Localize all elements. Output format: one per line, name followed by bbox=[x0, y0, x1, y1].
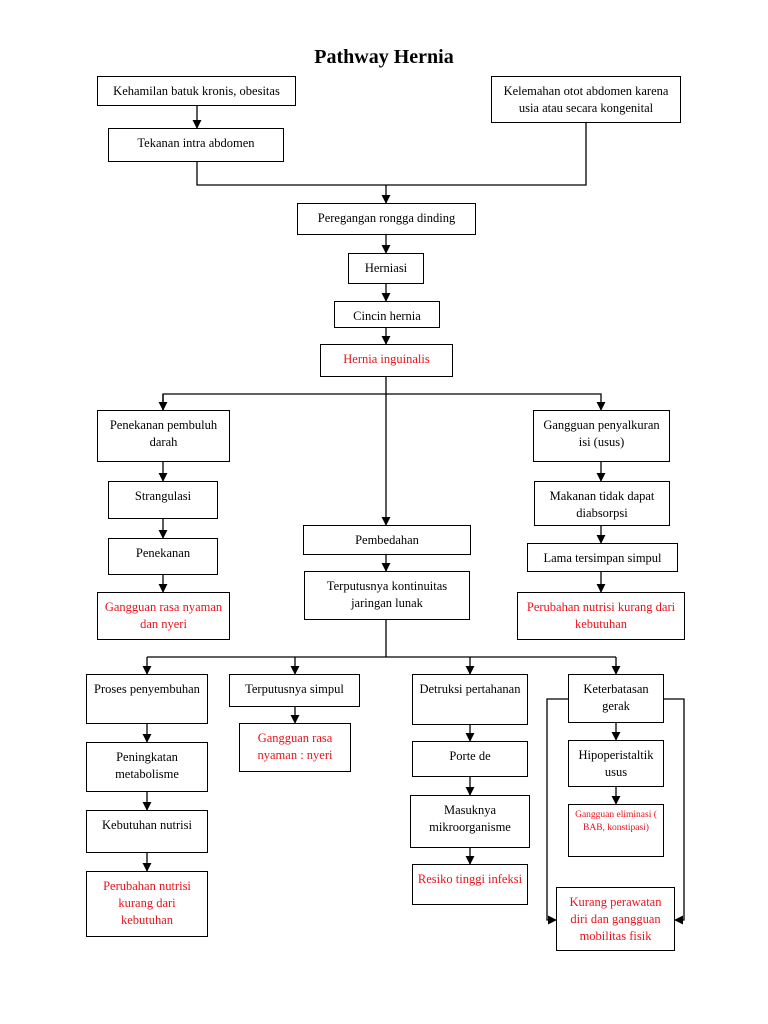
node-n22: Gangguan rasa nyaman : nyeri bbox=[239, 723, 351, 772]
node-n6: Cincin hernia bbox=[334, 301, 440, 328]
node-n3: Tekanan intra abdomen bbox=[108, 128, 284, 162]
edge-join-top bbox=[196, 123, 587, 186]
node-n28: Gangguan eliminasi ( BAB, konstipasi) bbox=[568, 804, 664, 857]
node-n30: Perubahan nutrisi kurang dari kebutuhan bbox=[86, 871, 208, 937]
node-n11: Makanan tidak dapat diabsorpsi bbox=[534, 481, 670, 526]
node-n25: Hipoperistaltik usus bbox=[568, 740, 664, 787]
node-n19: Terputusnya simpul bbox=[229, 674, 360, 707]
edge-split-branch bbox=[162, 377, 387, 410]
edge-split-right bbox=[386, 393, 606, 411]
node-n8: Penekanan pembuluh darah bbox=[97, 410, 230, 462]
node-n31: Kurang perawatan diri dan gangguan mobil… bbox=[556, 887, 675, 951]
node-n4: Peregangan rongga dinding bbox=[297, 203, 476, 235]
edge-n21-n31-right bbox=[664, 698, 685, 925]
node-n15: Terputusnya kontinuitas jaringan lunak bbox=[304, 571, 470, 620]
node-n24: Porte de bbox=[412, 741, 528, 777]
node-n12: Pembedahan bbox=[303, 525, 471, 555]
node-n27: Masuknya mikroorganisme bbox=[410, 795, 530, 848]
edge-n21-n31-left bbox=[546, 698, 568, 925]
node-n10: Strangulasi bbox=[108, 481, 218, 519]
node-n7: Hernia inguinalis bbox=[320, 344, 453, 377]
node-n23: Peningkatan metabolisme bbox=[86, 742, 208, 792]
node-n17: Perubahan nutrisi kurang dari kebutuhan bbox=[517, 592, 685, 640]
node-n20: Detruksi pertahanan bbox=[412, 674, 528, 725]
node-n9: Gangguan penyalkuran isi (usus) bbox=[533, 410, 670, 462]
page-title: Pathway Hernia bbox=[314, 46, 454, 68]
node-n14: Lama tersimpan simpul bbox=[527, 543, 678, 572]
node-n1: Kehamilan batuk kronis, obesitas bbox=[97, 76, 296, 106]
node-n16: Gangguan rasa nyaman dan nyeri bbox=[97, 592, 230, 640]
node-n5: Herniasi bbox=[348, 253, 424, 284]
node-n13: Penekanan bbox=[108, 538, 218, 575]
node-n26: Kebutuhan nutrisi bbox=[86, 810, 208, 853]
node-n21: Keterbatasan gerak bbox=[568, 674, 664, 723]
node-n18: Proses penyembuhan bbox=[86, 674, 208, 724]
node-n29: Resiko tinggi infeksi bbox=[412, 864, 528, 905]
node-n2: Kelemahan otot abdomen karena usia atau … bbox=[491, 76, 681, 123]
